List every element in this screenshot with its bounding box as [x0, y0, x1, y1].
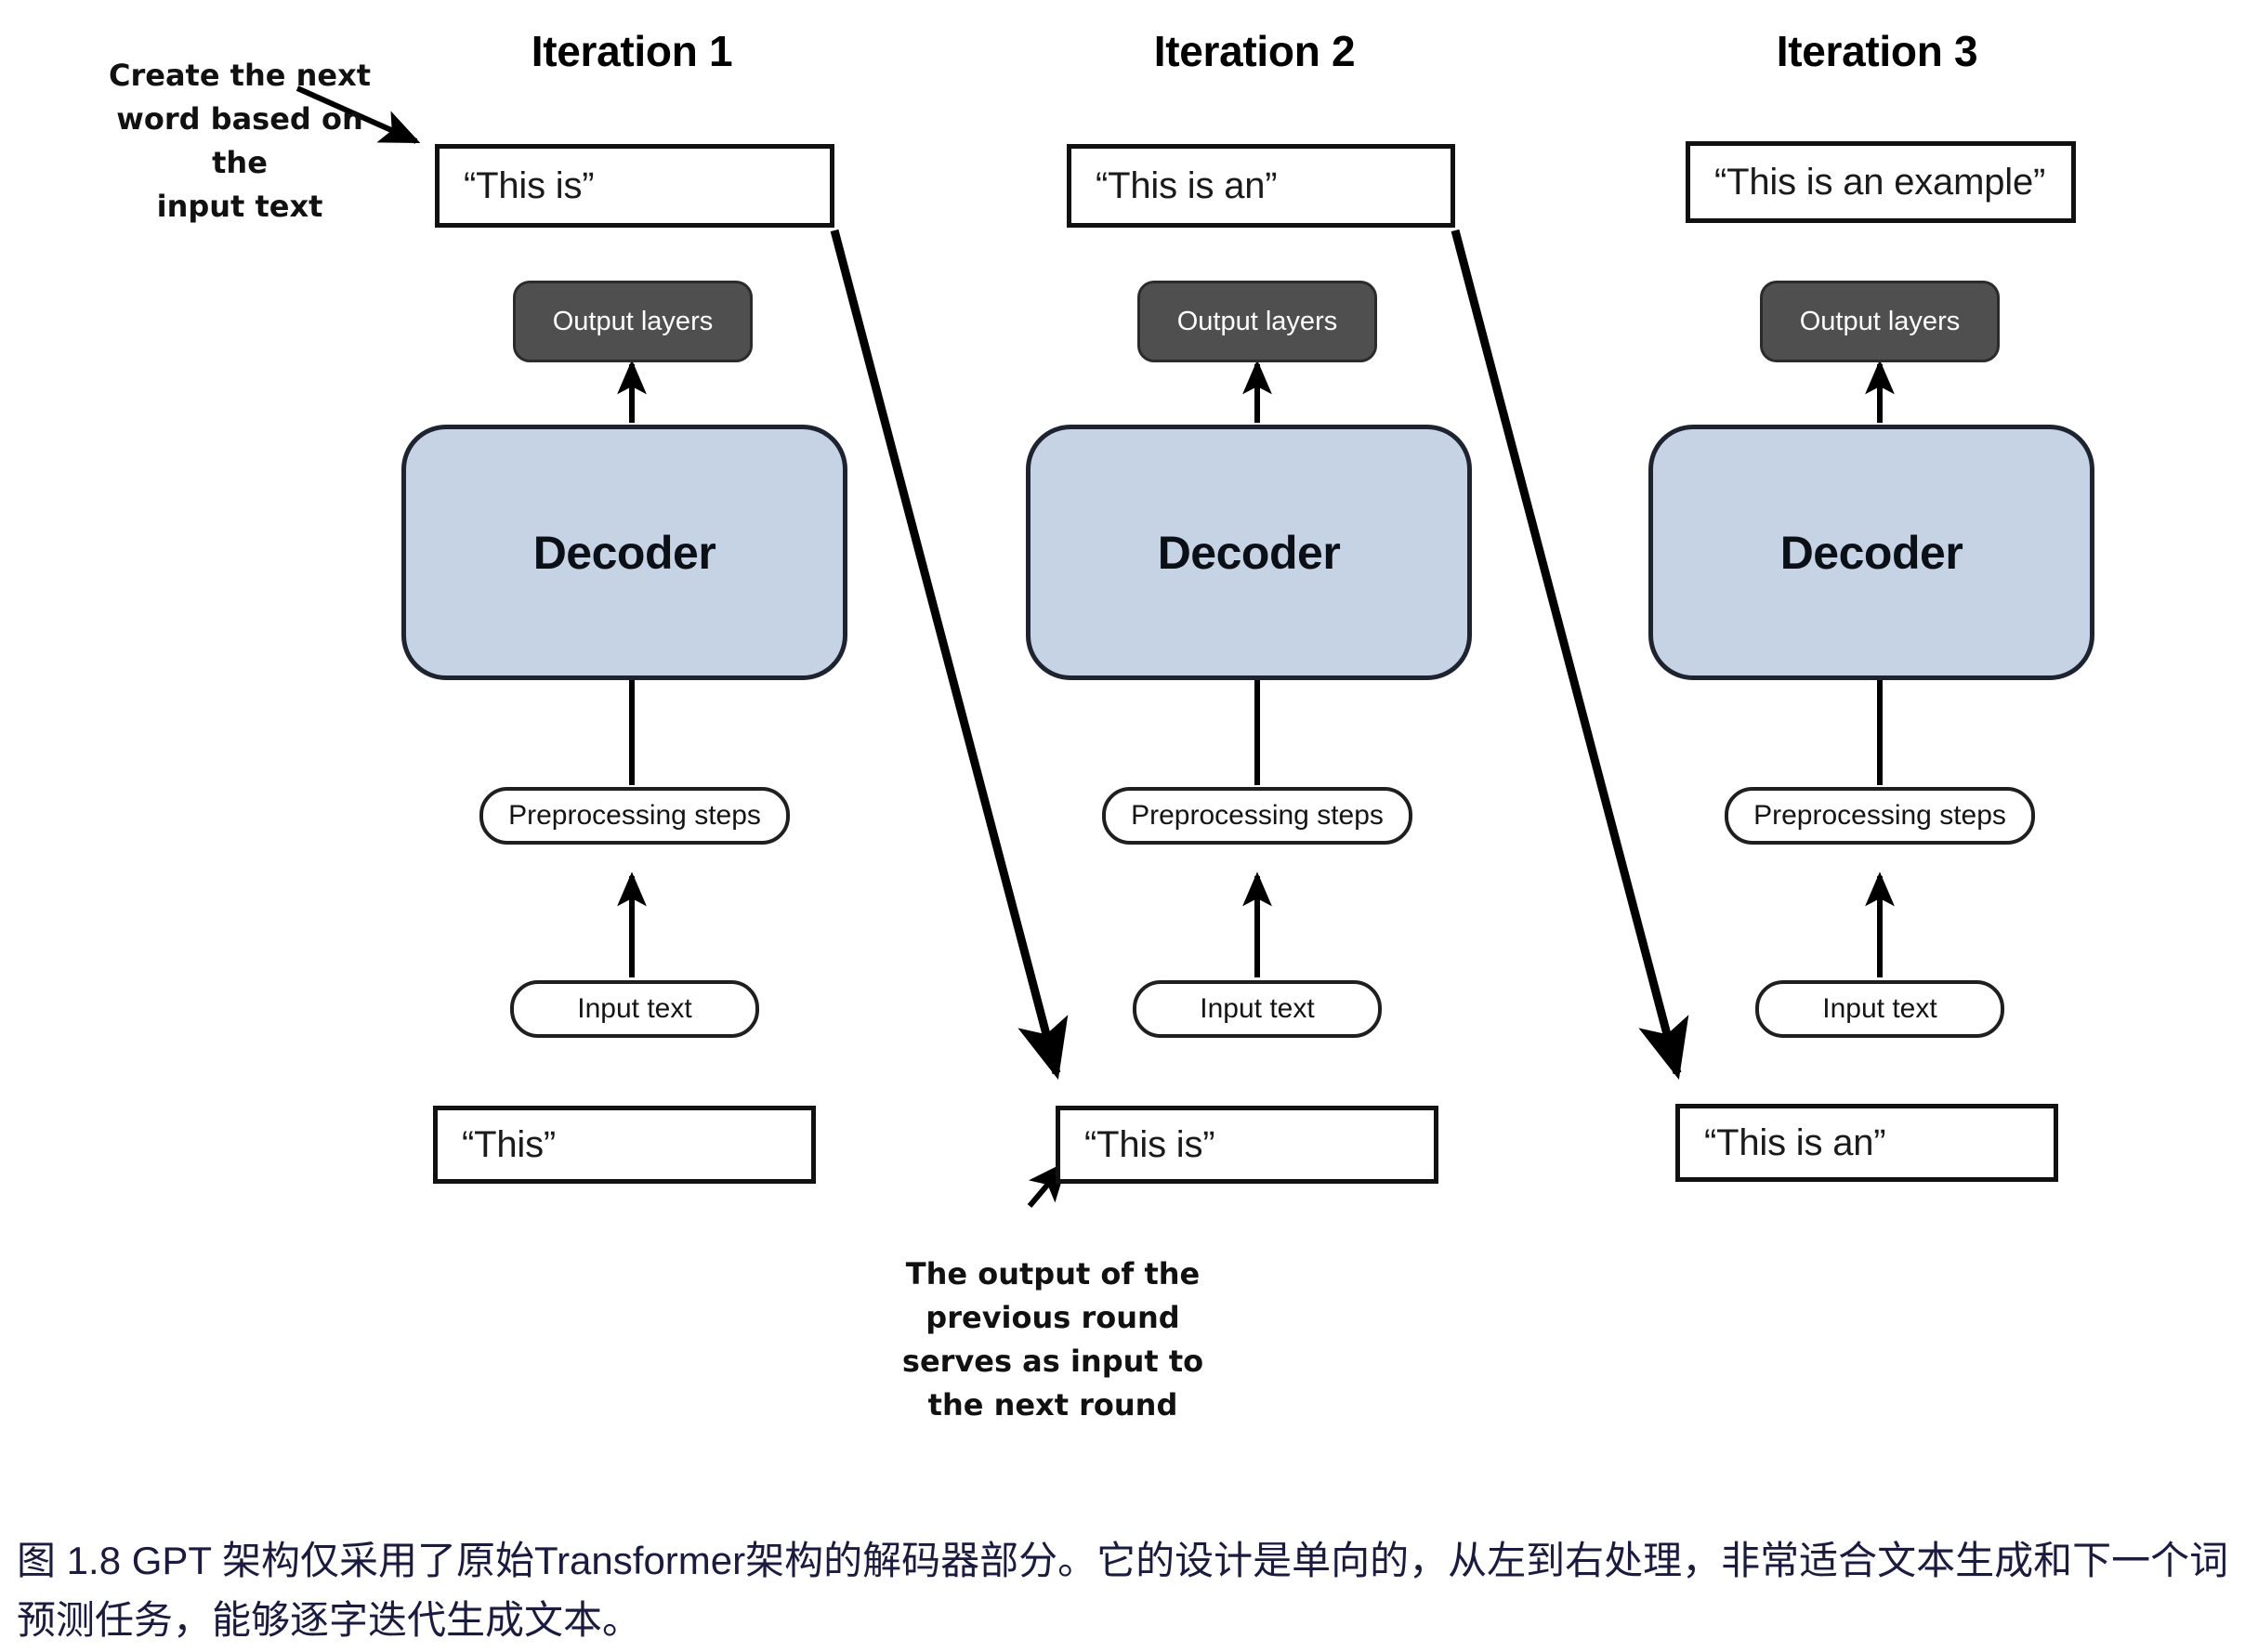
output-serves-as-input-note: The output of the previous round serves … [881, 1252, 1225, 1427]
iteration-1-output-textbox[interactable]: “This is” [435, 144, 834, 228]
iteration-3-output-textbox[interactable]: “This is an example” [1686, 141, 2076, 223]
column-title-iteration-1: Iteration 1 [531, 27, 733, 75]
iteration-1-input-text-label[interactable]: Input text [510, 980, 759, 1038]
figure-caption: 图 1.8 GPT 架构仅采用了原始Transformer架构的解码器部分。它的… [17, 1539, 2229, 1642]
iteration-2-input-textbox[interactable]: “This is” [1056, 1106, 1438, 1184]
iteration-3-output-layers[interactable]: Output layers [1760, 281, 2000, 362]
note-line: the next round [927, 1387, 1178, 1423]
note-line: The output of the [905, 1256, 1201, 1291]
feedback-arrow-iteration-2-to-3 [1451, 229, 1689, 1080]
note-line: word based on the [116, 101, 363, 181]
iteration-1-decoder[interactable]: Decoder [401, 425, 847, 680]
iteration-1-output-layers[interactable]: Output layers [513, 281, 753, 362]
iteration-1-preprocessing-steps[interactable]: Preprocessing steps [479, 787, 790, 845]
iteration-2-decoder[interactable]: Decoder [1026, 425, 1472, 680]
iteration-1-input-textbox[interactable]: “This” [433, 1106, 816, 1184]
iteration-3-preprocessing-steps[interactable]: Preprocessing steps [1725, 787, 2035, 845]
iteration-2-output-textbox[interactable]: “This is an” [1067, 144, 1455, 228]
note-line: previous round [926, 1300, 1180, 1336]
note-line: Create the next [108, 58, 372, 93]
note-line: serves as input to [901, 1344, 1204, 1380]
column-title-iteration-2: Iteration 2 [1153, 27, 1356, 75]
column-title-iteration-3: Iteration 3 [1776, 27, 1978, 75]
create-next-word-note: Create the next word based on the input … [100, 54, 379, 229]
iteration-2-preprocessing-steps[interactable]: Preprocessing steps [1102, 787, 1412, 845]
feedback-arrow-iteration-1-to-2 [830, 229, 1069, 1080]
iteration-3-decoder[interactable]: Decoder [1648, 425, 2094, 680]
iteration-3-input-text-label[interactable]: Input text [1755, 980, 2004, 1038]
note-line: input text [156, 189, 323, 225]
iteration-2-output-layers[interactable]: Output layers [1137, 281, 1377, 362]
iteration-3-input-textbox[interactable]: “This is an” [1675, 1104, 2058, 1182]
iteration-2-input-text-label[interactable]: Input text [1133, 980, 1382, 1038]
